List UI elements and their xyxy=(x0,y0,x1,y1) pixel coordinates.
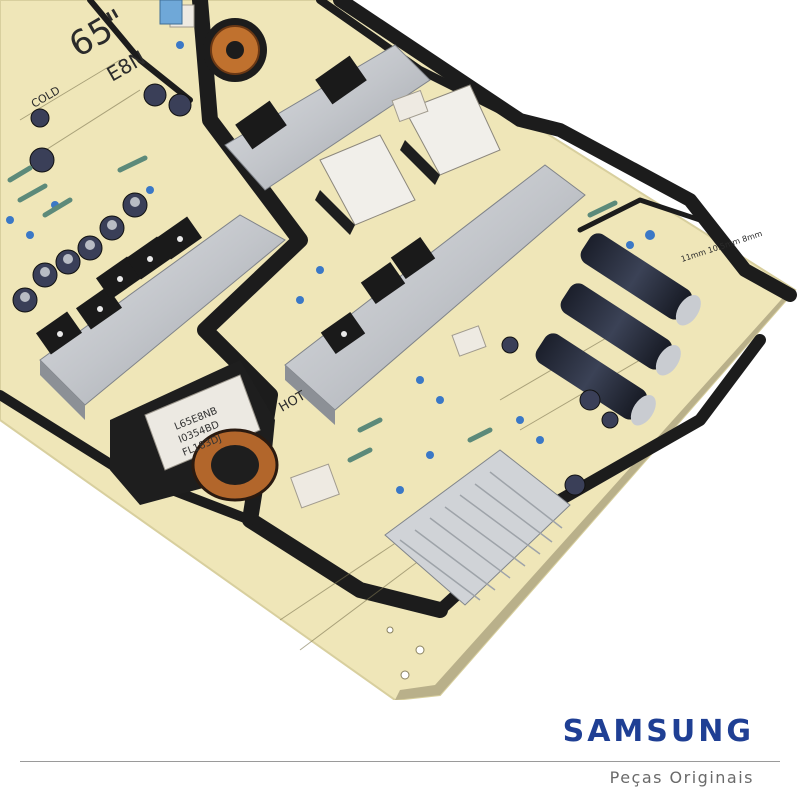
capacitors-small xyxy=(12,83,619,496)
heatsink-left xyxy=(39,214,286,420)
blue-component xyxy=(159,0,183,25)
transformer-main: L65E8NB I0354BD FL183DJ xyxy=(110,360,279,505)
transformer-top-1 xyxy=(315,134,416,235)
toroid-inductor xyxy=(203,18,267,82)
heatsink-center xyxy=(284,164,586,425)
ceramic-caps xyxy=(6,41,655,494)
mounting-holes xyxy=(386,626,425,680)
tagline: Peças Originais xyxy=(609,768,754,787)
pcb-photo: L65E8NB I0354BD FL183DJ xyxy=(0,0,797,700)
divider xyxy=(20,761,780,762)
heatsink-finned xyxy=(384,449,571,606)
transformer-top-2 xyxy=(400,84,501,185)
footer: SAMSUNG Peças Originais xyxy=(0,700,800,800)
resistors xyxy=(7,155,618,463)
samsung-logo: SAMSUNG xyxy=(562,714,754,749)
capacitors-large xyxy=(535,233,701,426)
